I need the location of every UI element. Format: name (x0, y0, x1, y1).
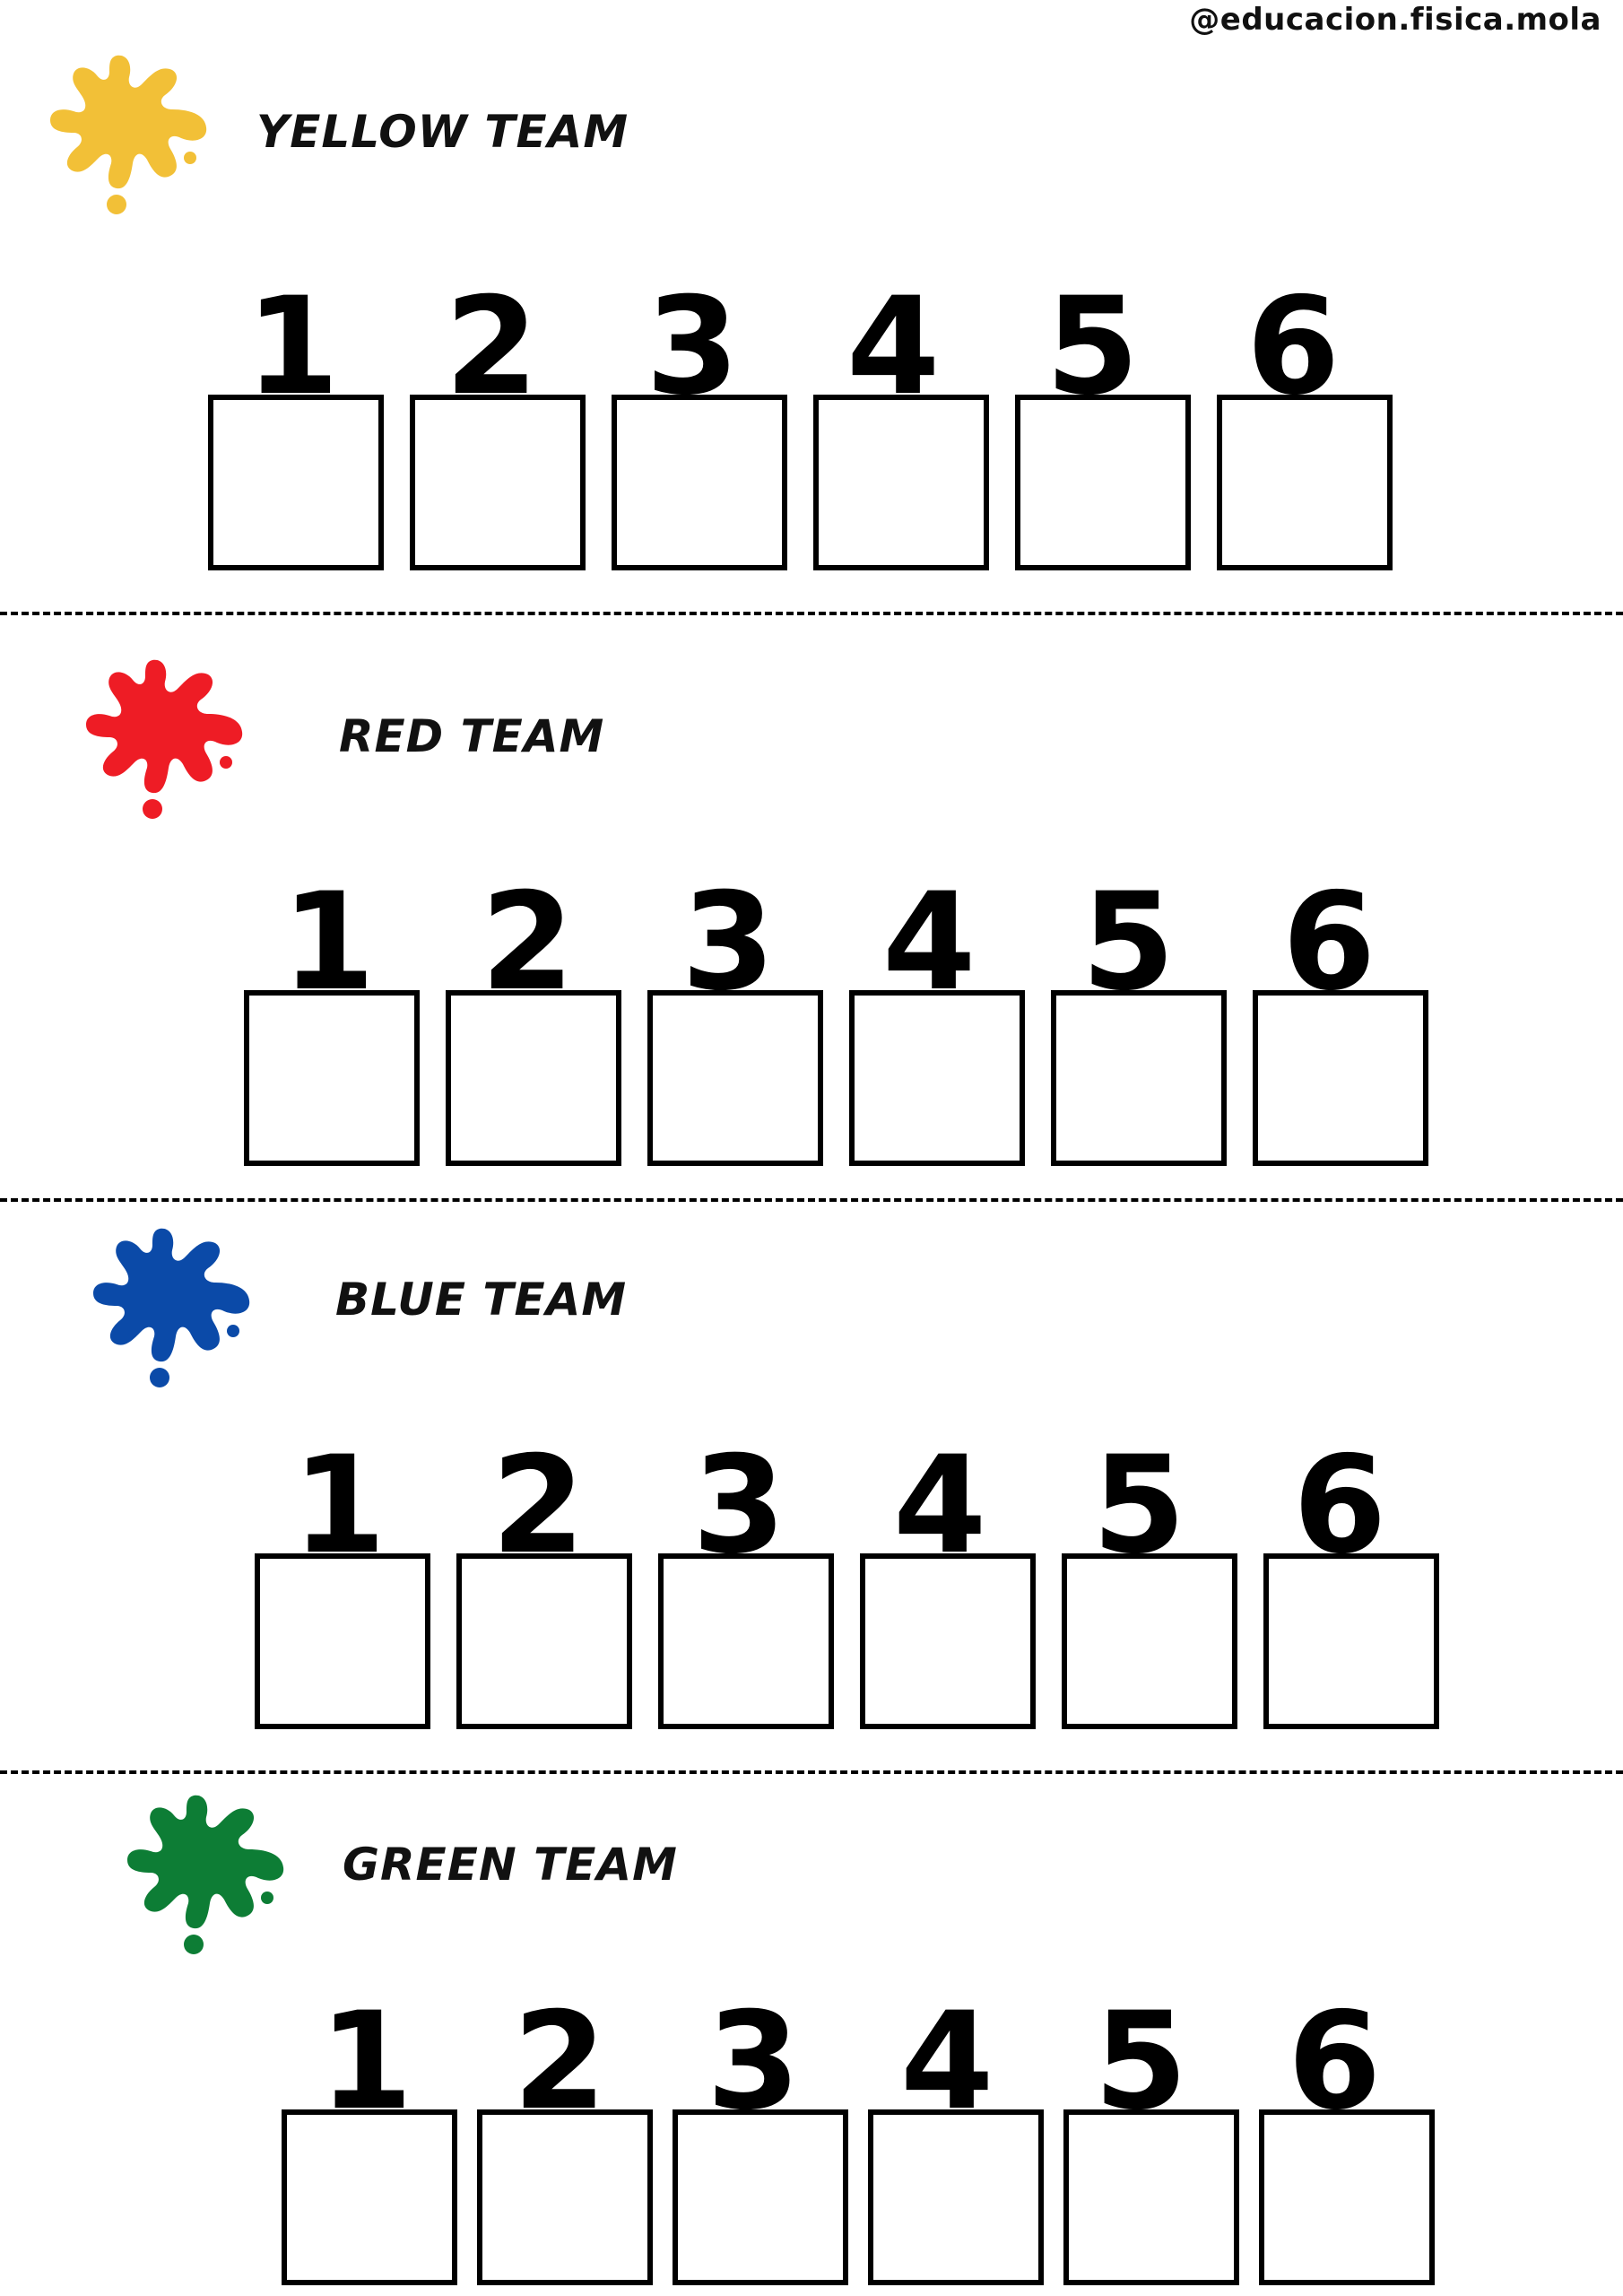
score-box[interactable] (1253, 990, 1428, 1166)
score-box[interactable] (849, 990, 1025, 1166)
paint-splat-icon (90, 1220, 260, 1390)
dashed-divider (0, 1770, 1623, 1774)
slot-number: 2 (491, 1428, 586, 1584)
score-box[interactable] (1063, 2109, 1239, 2285)
dashed-divider (0, 1198, 1623, 1202)
slot-number: 5 (1081, 865, 1176, 1021)
score-box[interactable] (208, 395, 384, 570)
slot-number: 1 (282, 865, 376, 1021)
score-box[interactable] (813, 395, 989, 570)
slot-number: 3 (707, 1984, 801, 2140)
score-box[interactable] (255, 1553, 430, 1729)
slot-number: 1 (319, 1984, 413, 2140)
slot-number: 5 (1094, 1984, 1188, 2140)
score-box[interactable] (860, 1553, 1036, 1729)
score-box[interactable] (1015, 395, 1191, 570)
score-box[interactable] (282, 2109, 457, 2285)
slot-number: 4 (882, 865, 976, 1021)
slot-number: 3 (692, 1428, 786, 1584)
slot-number: 1 (292, 1428, 386, 1584)
score-box[interactable] (868, 2109, 1044, 2285)
score-box[interactable] (658, 1553, 834, 1729)
score-box[interactable] (410, 395, 586, 570)
score-box[interactable] (1051, 990, 1227, 1166)
slot-number: 4 (846, 269, 941, 425)
dashed-divider (0, 612, 1623, 615)
paint-splat-icon (124, 1787, 294, 1957)
team-title-red: RED TEAM (339, 710, 605, 762)
score-box[interactable] (477, 2109, 653, 2285)
score-box[interactable] (456, 1553, 632, 1729)
team-title-green: GREEN TEAM (343, 1839, 678, 1891)
score-box[interactable] (1263, 1553, 1439, 1729)
author-handle: @educacion.fisica.mola (1189, 2, 1601, 38)
score-box[interactable] (1217, 395, 1393, 570)
slot-number: 4 (900, 1984, 994, 2140)
team-title-blue: BLUE TEAM (335, 1274, 628, 1326)
slot-number: 4 (893, 1428, 987, 1584)
score-box[interactable] (244, 990, 420, 1166)
score-box[interactable] (1259, 2109, 1435, 2285)
slot-number: 5 (1046, 269, 1140, 425)
team-title-yellow: YELLOW TEAM (256, 106, 629, 158)
slot-number: 6 (1282, 865, 1376, 1021)
slot-number: 2 (513, 1984, 607, 2140)
slot-number: 6 (1246, 269, 1341, 425)
slot-number: 1 (246, 269, 340, 425)
slot-number: 2 (481, 865, 575, 1021)
slot-number: 2 (445, 269, 539, 425)
paint-splat-icon (47, 47, 217, 217)
paint-splat-icon (82, 651, 253, 822)
slot-number: 3 (646, 269, 740, 425)
score-box[interactable] (647, 990, 823, 1166)
score-box[interactable] (612, 395, 787, 570)
slot-number: 6 (1288, 1984, 1382, 2140)
slot-number: 6 (1293, 1428, 1387, 1584)
score-box[interactable] (446, 990, 621, 1166)
slot-number: 3 (681, 865, 776, 1021)
slot-number: 5 (1092, 1428, 1186, 1584)
score-box[interactable] (673, 2109, 848, 2285)
score-box[interactable] (1062, 1553, 1237, 1729)
